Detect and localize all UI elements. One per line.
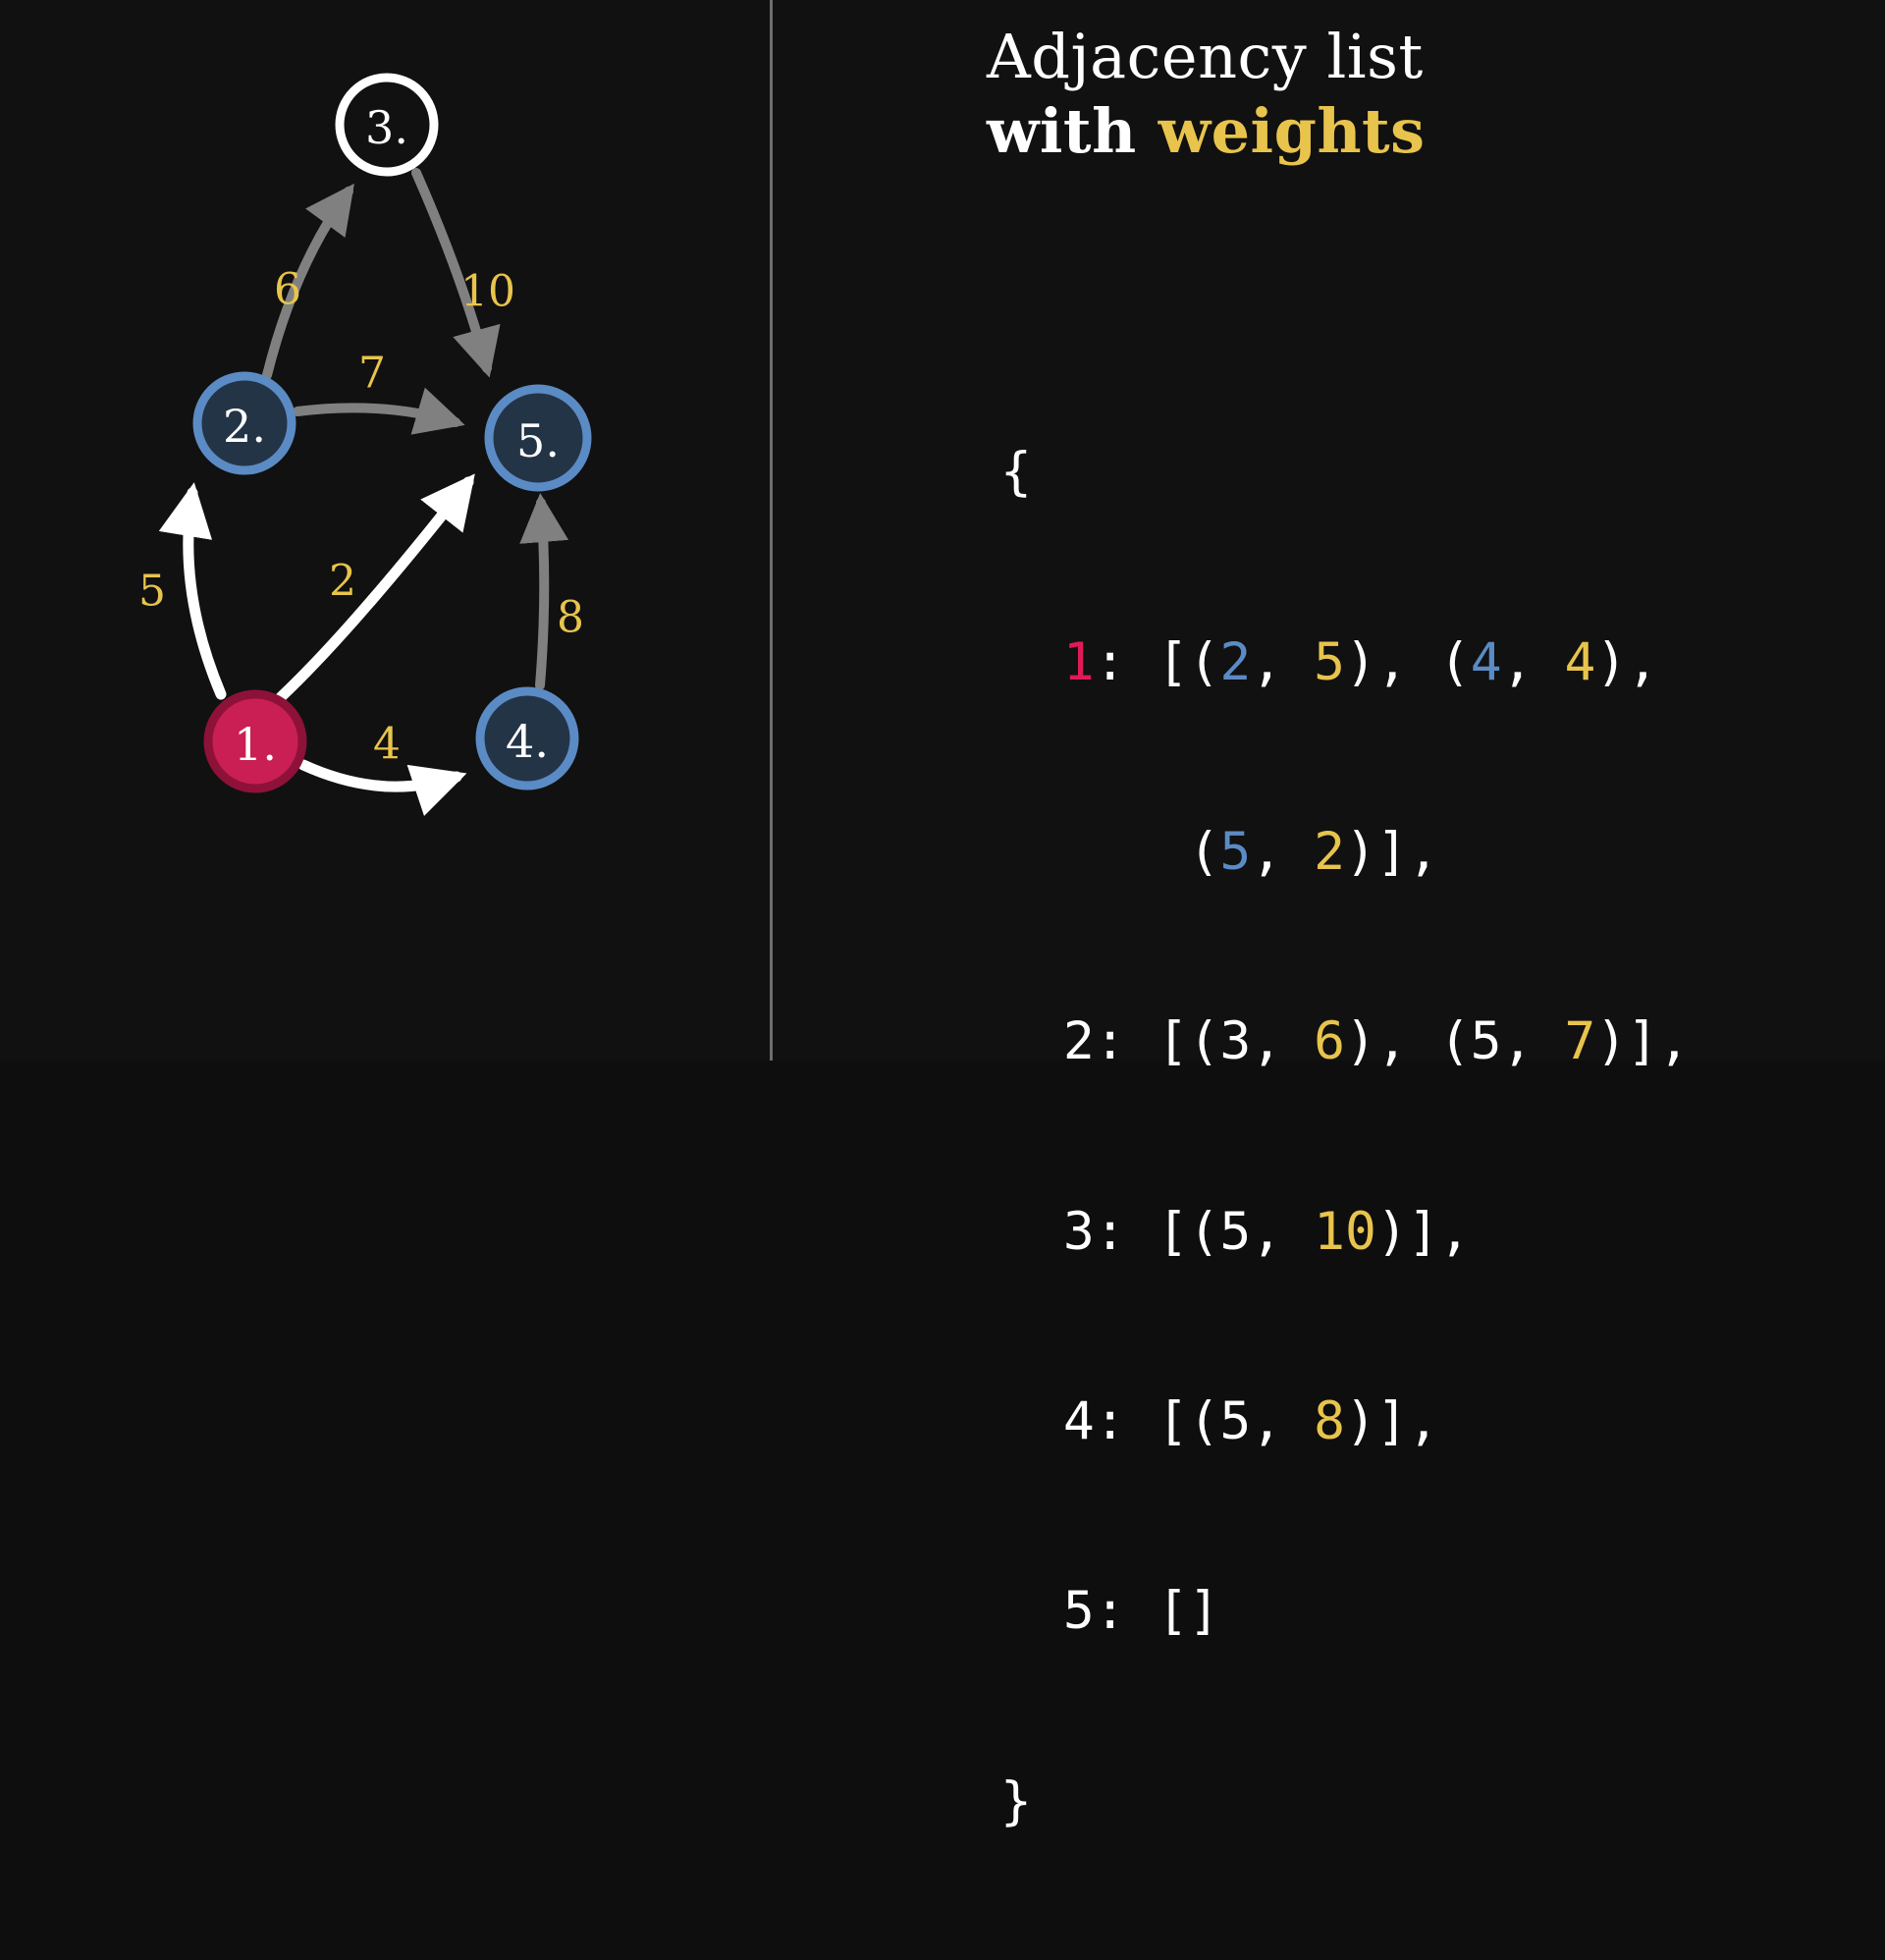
code-line-5: 4: [(5, 8)], <box>1000 1390 1874 1453</box>
graph-panel: 5 2 4 6 7 10 8 3. 2. <box>0 0 942 1061</box>
edge-1-5 <box>275 473 475 703</box>
code-token: )], <box>1595 1011 1691 1072</box>
edge-1-2 <box>158 482 227 700</box>
code-key-4: 4 <box>1062 1390 1095 1451</box>
code-token: 4 <box>1470 631 1502 692</box>
code-indent <box>1000 1011 1063 1071</box>
code-token: ( <box>1188 821 1220 882</box>
weight-label-1-2: 5 <box>138 567 166 617</box>
graph-node-1-label: 1. <box>234 718 277 771</box>
code-indent <box>1000 632 1063 692</box>
code-token: 7 <box>1564 1011 1596 1072</box>
weight-label-2-3: 6 <box>274 265 301 315</box>
code-token: 2 <box>1314 821 1346 882</box>
edge-2-3 <box>262 183 354 380</box>
code-line-3: 2: [(3, 6), (5, 7)], <box>1000 1010 1874 1073</box>
weight-label-1-4: 4 <box>373 720 401 770</box>
graph-node-4[interactable]: 4. <box>475 686 579 790</box>
code-token: , <box>1501 631 1565 692</box>
code-line-6: 5: [] <box>1000 1580 1874 1643</box>
weight-label-3-5: 10 <box>460 267 515 317</box>
graph-node-2[interactable]: 2. <box>192 371 296 475</box>
code-line-close-brace: } <box>1000 1770 1032 1831</box>
code-token: , <box>1251 821 1315 882</box>
code-token: ), ( <box>1345 631 1471 692</box>
code-token: : [] <box>1094 1581 1220 1642</box>
title-line-2-accent: weights <box>1158 94 1426 167</box>
edge-1-4 <box>297 759 467 816</box>
code-indent <box>1000 1202 1063 1262</box>
edge-3-5 <box>411 168 501 378</box>
panel-divider <box>770 0 773 1061</box>
code-token: 5 <box>1314 631 1346 692</box>
code-token: : [(3, <box>1094 1011 1315 1072</box>
title-line-2: with weights <box>987 94 1870 167</box>
info-panel: Adjacency list with weights { 1: [(2, 5)… <box>987 0 1885 1831</box>
graph-node-1[interactable]: 1. <box>203 689 307 793</box>
edge-4-5 <box>519 493 569 690</box>
code-key-1: 1 <box>1062 631 1095 692</box>
code-token: )], <box>1345 1390 1439 1451</box>
graph-node-4-label: 4. <box>506 715 549 768</box>
code-line-1: 1: [(2, 5), (4, 4), <box>1000 631 1874 694</box>
code-key-2: 2 <box>1062 1011 1095 1072</box>
graph-node-2-label: 2. <box>223 400 266 453</box>
weight-label-4-5: 8 <box>557 593 584 643</box>
code-token: ), <box>1595 631 1659 692</box>
code-token: 8 <box>1314 1390 1346 1451</box>
code-line-4: 3: [(5, 10)], <box>1000 1201 1874 1264</box>
title-line-1: Adjacency list <box>987 21 1424 92</box>
code-indent <box>1000 1581 1063 1641</box>
edge-group <box>158 168 569 816</box>
code-indent <box>1000 1391 1063 1451</box>
code-indent <box>1000 822 1188 882</box>
node-group: 3. 2. 5. 4. <box>192 73 592 793</box>
code-token: 2 <box>1219 631 1252 692</box>
code-line-2: (5, 2)], <box>1000 821 1874 884</box>
code-token: : [(5, <box>1094 1201 1315 1262</box>
code-token: 10 <box>1314 1201 1376 1262</box>
code-token: , <box>1251 631 1315 692</box>
code-key-3: 3 <box>1062 1201 1095 1262</box>
graph-node-3[interactable]: 3. <box>335 73 439 177</box>
code-token: )], <box>1345 821 1439 882</box>
graph-node-5-label: 5. <box>516 414 560 467</box>
code-token: : [( <box>1094 631 1220 692</box>
weight-label-group: 5 2 4 6 7 10 8 <box>138 265 584 770</box>
adjacency-code-block: { 1: [(2, 5), (4, 4), (5, 2)], 2: [(3, 6… <box>1000 314 1874 1960</box>
code-token: 5 <box>1219 821 1252 882</box>
title-line-2-prefix: with <box>987 94 1158 167</box>
code-line-open-brace: { <box>1000 442 1032 503</box>
code-token: : [(5, <box>1094 1390 1315 1451</box>
weight-label-1-5: 2 <box>329 557 356 607</box>
graph-node-3-label: 3. <box>365 101 408 154</box>
edge-2-5 <box>293 387 465 435</box>
weight-label-2-5: 7 <box>358 349 386 399</box>
code-token: )], <box>1375 1201 1471 1262</box>
slide-root: 5 2 4 6 7 10 8 3. 2. <box>0 0 1885 1831</box>
code-token: 6 <box>1314 1011 1346 1072</box>
graph-canvas: 5 2 4 6 7 10 8 3. 2. <box>138 73 592 816</box>
panel-title: Adjacency list with weights <box>987 22 1870 167</box>
graph-node-5[interactable]: 5. <box>484 384 592 492</box>
code-token: ), (5, <box>1345 1011 1565 1072</box>
code-key-5: 5 <box>1062 1581 1095 1642</box>
code-token: 4 <box>1564 631 1596 692</box>
